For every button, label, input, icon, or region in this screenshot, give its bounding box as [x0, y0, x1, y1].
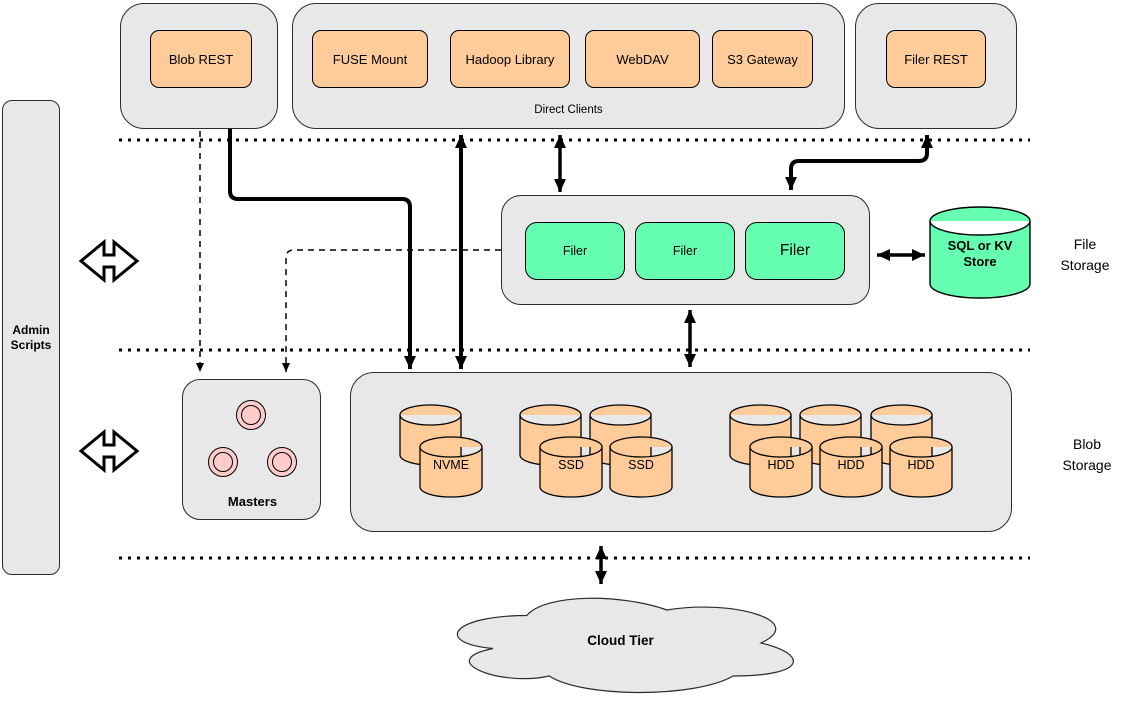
blob-rest-node: Blob REST: [150, 30, 252, 88]
admin-scripts-box: Admin Scripts: [2, 100, 60, 575]
master-node-2-core: [212, 451, 233, 472]
hdd-volume-label-3: HDD: [907, 458, 935, 472]
blob-storage-section-label: Blob Storage: [1062, 436, 1112, 473]
direct-clients-label: Direct Clients: [534, 104, 603, 116]
client-node-webdav: WebDAV: [585, 30, 700, 88]
master-node-1-core: [240, 404, 261, 425]
client-node-hadoop-library: Hadoop Library: [450, 30, 570, 88]
admin-scripts-label: Admin Scripts: [10, 322, 52, 352]
filer-node-3: Filer: [745, 222, 845, 280]
connector-filers-to-masters-dashed: [282, 249, 501, 372]
master-node-3: [267, 447, 297, 477]
hdd-volume-label-1: HDD: [767, 458, 795, 472]
filer-rest-node: Filer REST: [886, 30, 986, 88]
masters-box: Masters: [182, 379, 321, 520]
filer-node-2: Filer: [635, 222, 735, 280]
connector-blob-rest-to-volumes: [228, 129, 416, 369]
sql-kv-store-label: SQL or KV Store: [947, 238, 1013, 269]
filer-node-1: Filer: [525, 222, 625, 280]
client-node-fuse-mount: FUSE Mount: [312, 30, 428, 88]
master-node-2: [208, 447, 238, 477]
admin-file-storage-arrow: [78, 238, 140, 284]
file-storage-section-label: File Storage: [1060, 236, 1110, 273]
nvme-volume-label: NVME: [432, 458, 470, 472]
master-node-3-core: [271, 451, 292, 472]
ssd-volume-label-1: SSD: [558, 458, 584, 472]
hdd-volume-label-2: HDD: [837, 458, 865, 472]
volume-servers-group: [350, 372, 1012, 532]
admin-blob-storage-arrow: [78, 428, 140, 474]
cloud-tier-label: Cloud Tier: [587, 632, 654, 648]
ssd-volume-label-2: SSD: [628, 458, 654, 472]
connector-filer-rest-to-filers: [785, 135, 933, 190]
client-node-s3-gateway: S3 Gateway: [712, 30, 813, 88]
masters-label: Masters: [227, 493, 278, 509]
master-node-1: [236, 400, 266, 430]
